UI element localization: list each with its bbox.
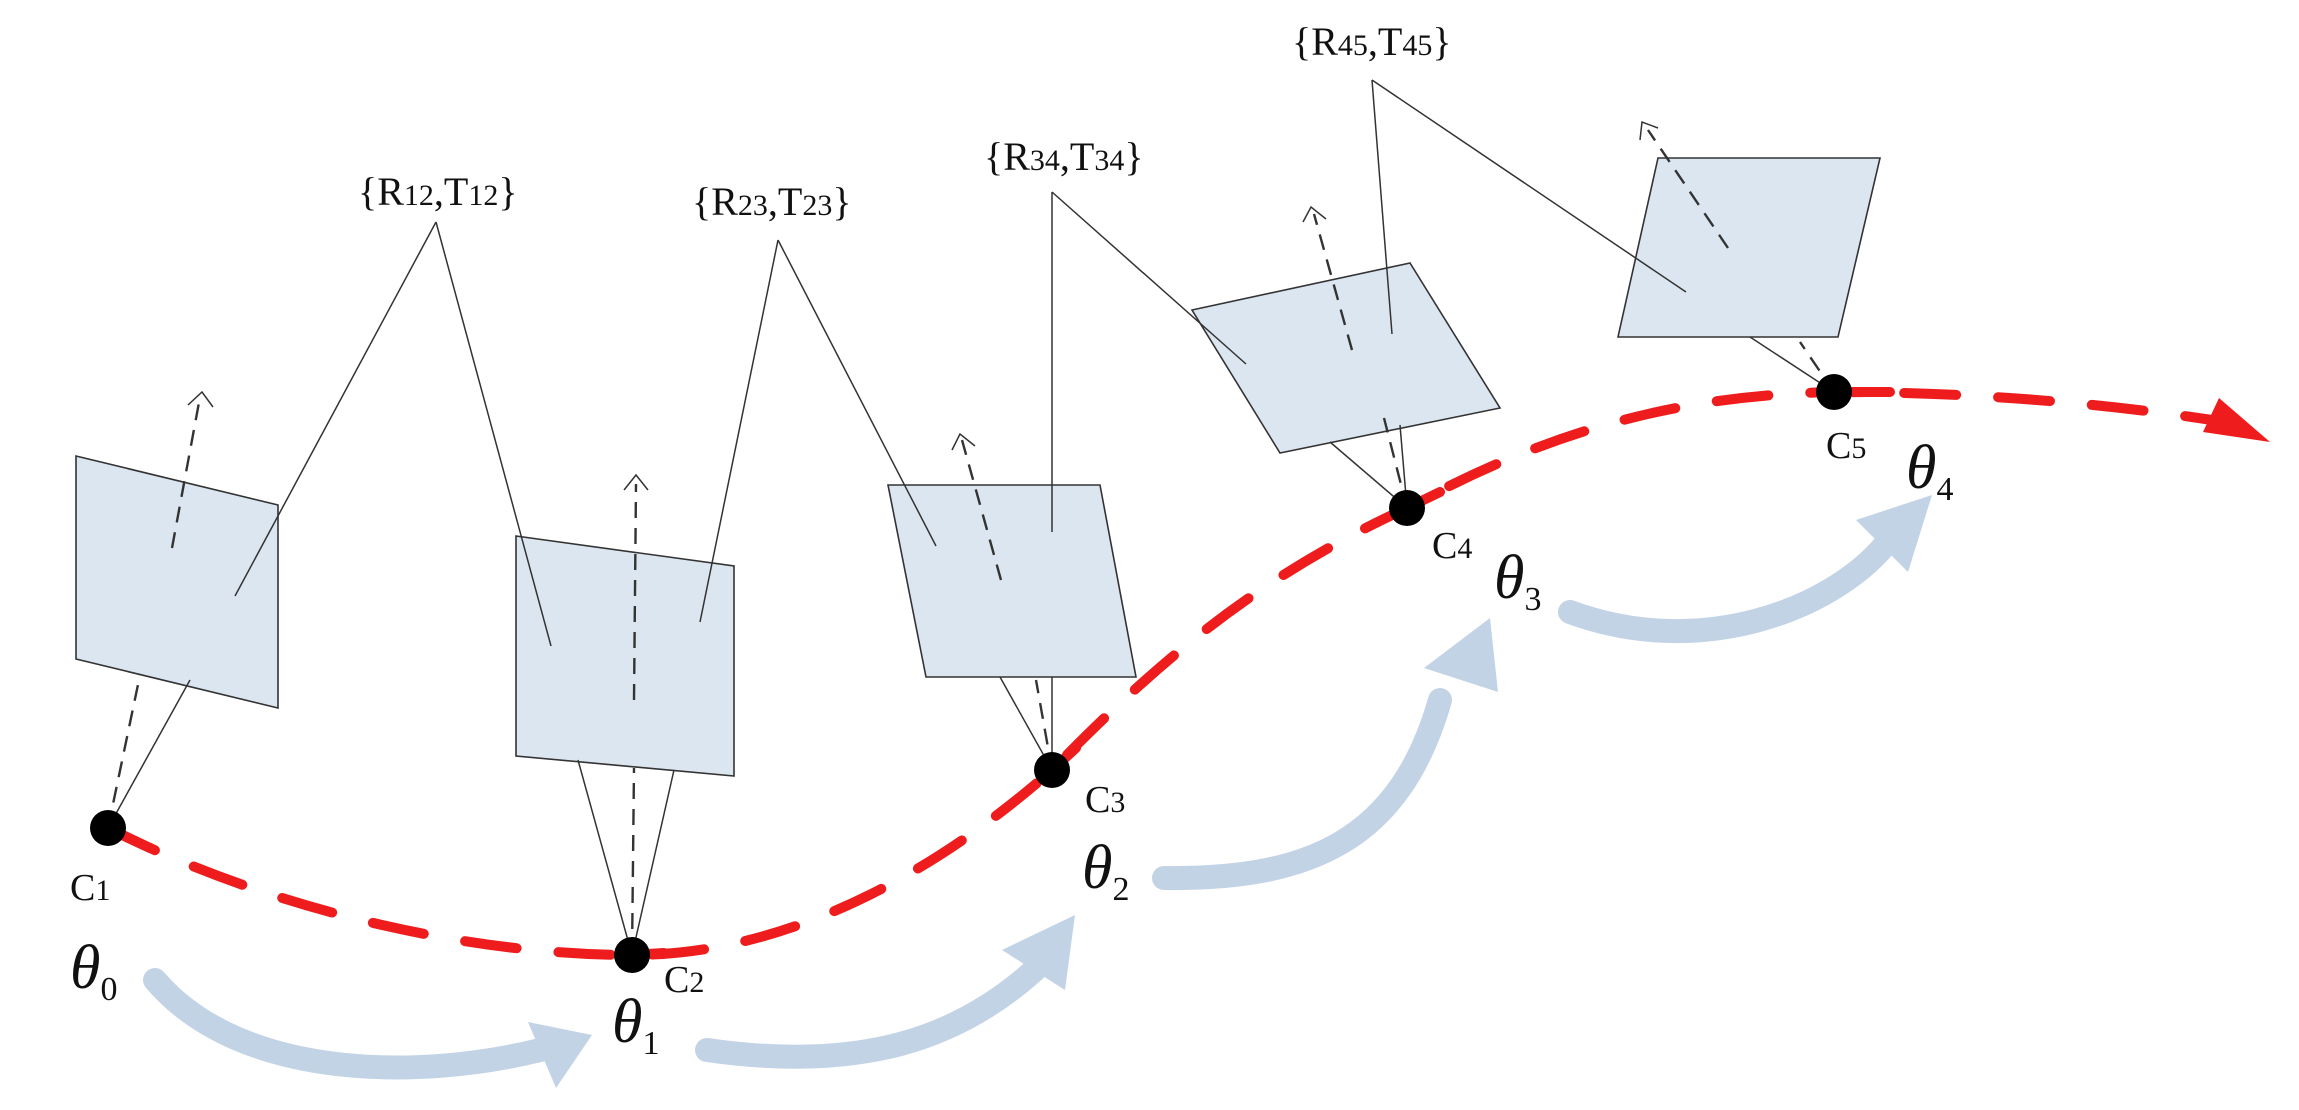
trajectory-arrowhead: [2203, 398, 2270, 442]
camera-5-frame: [1617, 120, 1882, 393]
camera-5-optical-axis: [1647, 129, 1729, 249]
camera-label-c3: C3: [1085, 779, 1125, 821]
camera-1-frame: [75, 390, 279, 829]
image-plane-3: [887, 484, 1137, 678]
camera-center-c3: [1034, 752, 1070, 788]
flow-arrow-theta1-theta2: [695, 915, 1075, 1069]
pose-label-45: {R45,T45}: [1292, 19, 1452, 64]
image-plane-4: [1190, 262, 1502, 454]
pose-label-23: {R23,T23}: [692, 179, 852, 224]
camera-4-frame: [1190, 205, 1502, 509]
camera-2-ray-dashed: [630, 767, 636, 956]
flow-arrow-theta2-theta3: [1152, 618, 1498, 891]
theta-label-4: θ4: [1906, 434, 1953, 508]
camera-5-axis-arrowhead: [1639, 120, 1659, 141]
camera-2-ray-left: [577, 759, 633, 956]
image-plane-1: [75, 454, 279, 710]
camera-label-c5: C5: [1826, 425, 1866, 467]
pose-34-leaders: [1051, 191, 1247, 532]
camera-center-c2: [614, 937, 650, 973]
pose-12-leaders: [234, 221, 552, 647]
image-plane-2: [515, 535, 735, 777]
camera-center-c5: [1816, 374, 1852, 410]
camera-4-axis-arrowhead: [1302, 205, 1327, 223]
camera-center-c1: [90, 810, 126, 846]
theta-label-0: θ0: [70, 934, 117, 1008]
pose-label-34: {R34,T34}: [984, 134, 1144, 179]
camera-3-axis-arrowhead: [951, 432, 976, 451]
camera-2-frame: [515, 473, 735, 956]
flow-arrow-theta0-theta1: [143, 968, 592, 1088]
flow-arrow-theta3-theta4: [1558, 495, 1932, 643]
camera-4-optical-axis: [1312, 213, 1354, 351]
camera-2-axis-arrowhead: [623, 473, 649, 491]
pose-23-leaders: [699, 239, 937, 623]
camera-label-c4: C4: [1432, 525, 1472, 567]
camera-2-optical-axis: [632, 483, 638, 701]
theta-label-3: θ3: [1494, 544, 1541, 618]
camera-1-ray: [107, 679, 191, 829]
theta-label-1: θ1: [612, 988, 659, 1062]
pose-label-12: {R12,T12}: [358, 169, 518, 214]
camera-center-c4: [1389, 490, 1425, 526]
theta-label-2: θ2: [1082, 834, 1129, 908]
camera-1-ray-dashed: [106, 674, 142, 829]
camera-1-axis-arrowhead: [187, 390, 214, 408]
camera-label-c1: C1: [70, 867, 110, 909]
pose-45-leaders: [1371, 79, 1687, 335]
camera-2-ray-right: [631, 769, 675, 956]
camera-label-c2: C2: [664, 959, 704, 1001]
image-plane-5: [1617, 157, 1882, 338]
